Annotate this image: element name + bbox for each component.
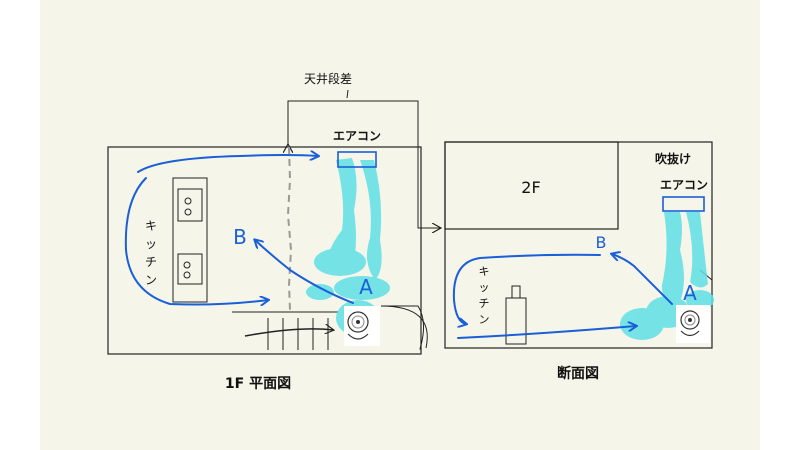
kitchen-char: ン xyxy=(145,273,157,287)
kitchen-char: ッ xyxy=(479,281,490,294)
kitchen-char: キ xyxy=(479,265,490,278)
circulator-fan-icon xyxy=(344,306,380,346)
stove-burner-icon xyxy=(177,188,203,222)
ceiling-step-line xyxy=(286,146,293,311)
circulator-fan-icon xyxy=(676,305,710,343)
section-caption: 断面図 xyxy=(557,365,599,382)
diagram-canvas: 天井段差 xyxy=(40,0,760,450)
floor-plan-outline xyxy=(107,146,422,355)
ceiling-step-label: 天井段差 xyxy=(304,71,352,86)
section-view: 2F 吹抜け エアコン キ ッ チ ン B A xyxy=(444,141,714,382)
atrium-label: 吹抜け xyxy=(655,151,691,166)
section-airflow-zone xyxy=(620,212,714,340)
aircon-label: エアコン xyxy=(333,129,381,143)
kitchen-char: ン xyxy=(479,313,490,326)
kitchen-char: キ xyxy=(145,219,157,233)
diagram-svg: 天井段差 xyxy=(107,71,714,392)
kitchen-char: チ xyxy=(479,297,490,310)
stove-burner-icon xyxy=(177,253,203,285)
marker-b: B xyxy=(596,233,607,252)
section-airflow-arrows xyxy=(452,254,673,339)
aircon-label: エアコン xyxy=(660,178,708,192)
ceiling-step-annotation: 天井段差 xyxy=(288,71,440,228)
marker-b: B xyxy=(233,225,247,249)
aircon-unit xyxy=(662,196,705,212)
floor-plan: キ ッ チ ン エアコン B A 1F 平面図 xyxy=(107,129,428,392)
floor-plan-caption: 1F 平面図 xyxy=(225,376,291,392)
marker-a: A xyxy=(359,275,373,299)
kitchen-char: チ xyxy=(145,255,157,269)
kitchen-char: ッ xyxy=(145,237,157,251)
upper-floor-label: 2F xyxy=(521,178,540,197)
door-swing xyxy=(381,305,424,350)
marker-a: A xyxy=(683,281,697,305)
kitchen-counter: キ ッ チ ン xyxy=(145,177,208,303)
upper-floor xyxy=(444,141,619,230)
aircon-unit xyxy=(337,151,377,168)
section-kitchen-counter: キ ッ チ ン xyxy=(479,265,527,345)
floor-plan-airflow-arrows xyxy=(124,155,354,305)
staircase xyxy=(232,311,338,350)
